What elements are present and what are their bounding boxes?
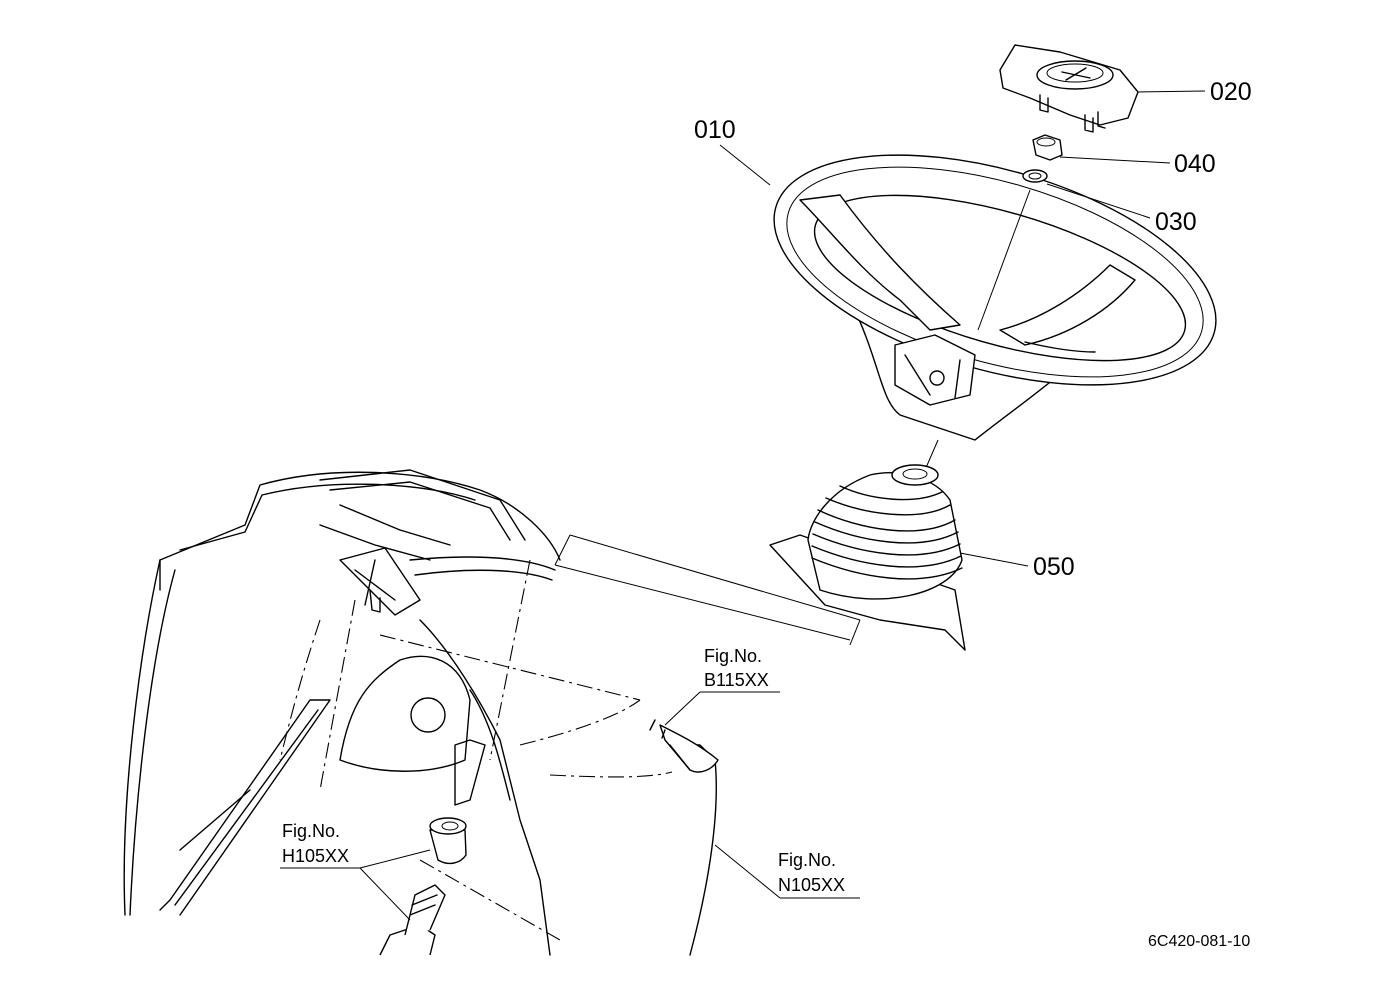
part-label-050[interactable]: 050: [1033, 553, 1075, 581]
leader-040: [1059, 156, 1171, 164]
leader-030: [1046, 183, 1151, 219]
fig-ref-n105-number[interactable]: N105XX: [778, 875, 845, 895]
part-label-030[interactable]: 030: [1155, 208, 1197, 236]
leader-b115: [664, 691, 780, 726]
part-label-040[interactable]: 040: [1174, 150, 1216, 178]
fig-ref-b115-caption: Fig.No.: [704, 646, 762, 666]
steering-column-drawing: [379, 817, 467, 956]
drawing-code: 6C420-081-10: [1148, 933, 1250, 950]
steering-wheel-drawing: [773, 154, 1217, 441]
leader-h105: [280, 849, 431, 921]
lock-washer-drawing: [1022, 169, 1048, 183]
fig-ref-b115-number[interactable]: B115XX: [704, 670, 769, 690]
boot-leader-line: [554, 564, 851, 641]
axis-line-upper: [977, 189, 1031, 331]
fig-ref-n105-caption: Fig.No.: [778, 850, 836, 870]
boot-leader-ends: [554, 534, 861, 646]
phantom-lines: [279, 559, 673, 941]
axis-line-lower: [924, 439, 939, 471]
leader-050: [959, 552, 1029, 567]
dash-panel-drawing: [123, 469, 719, 956]
boot-drawing: [769, 464, 966, 651]
leader-010: [719, 144, 771, 186]
nut-drawing: [1032, 134, 1063, 161]
horn-cap-drawing: [999, 44, 1139, 133]
part-label-020[interactable]: 020: [1210, 78, 1252, 106]
fig-ref-h105-caption: Fig.No.: [282, 821, 340, 841]
fig-ref-h105-number[interactable]: H105XX: [282, 846, 349, 866]
leader-020: [1137, 90, 1206, 93]
part-label-010[interactable]: 010: [694, 116, 736, 144]
leader-n105: [714, 844, 860, 899]
boot-leader-line-2: [569, 534, 861, 621]
